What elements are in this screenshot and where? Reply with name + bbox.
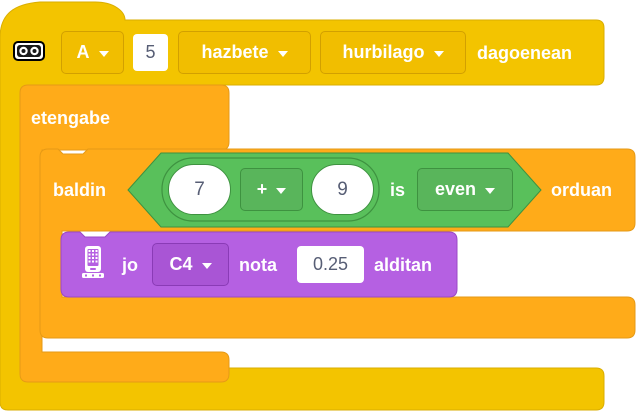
- note-label: nota: [239, 255, 277, 275]
- comparison-value: hurbilago: [342, 42, 425, 62]
- then-label: orduan: [551, 180, 612, 200]
- distance-input[interactable]: 5: [133, 34, 168, 71]
- chevron-down-icon: [485, 187, 496, 194]
- note-value: C4: [169, 254, 193, 274]
- unit-value: hazbete: [201, 42, 269, 62]
- chevron-down-icon: [433, 50, 444, 57]
- left-operand-value: 7: [194, 178, 205, 200]
- play-label: jo: [122, 255, 138, 275]
- comparison-dropdown[interactable]: hurbilago: [320, 31, 466, 74]
- duration-value: 0.25: [312, 254, 349, 274]
- chevron-down-icon: [277, 50, 288, 57]
- is-label: is: [390, 180, 406, 200]
- parity-value: even: [434, 179, 477, 199]
- hat-suffix-label: dagoenean: [477, 43, 573, 63]
- operator-dropdown[interactable]: +: [240, 168, 303, 211]
- parity-dropdown[interactable]: even: [417, 168, 513, 211]
- operator-value: +: [256, 179, 268, 199]
- ultrasonic-sensor-icon: [13, 40, 45, 62]
- forever-block[interactable]: [19, 84, 230, 383]
- note-dropdown[interactable]: C4: [152, 243, 229, 286]
- forever-label: etengabe: [31, 108, 111, 128]
- port-dropdown[interactable]: A: [61, 31, 124, 74]
- unit-dropdown[interactable]: hazbete: [178, 31, 311, 74]
- port-value: A: [76, 42, 90, 62]
- chevron-down-icon: [276, 187, 287, 194]
- chevron-down-icon: [98, 50, 109, 57]
- chevron-down-icon: [201, 262, 212, 269]
- if-label: baldin: [53, 180, 106, 200]
- right-operand-value: 9: [337, 178, 348, 200]
- hub-icon: [82, 245, 104, 279]
- duration-input[interactable]: 0.25: [297, 246, 364, 283]
- distance-value: 5: [145, 42, 156, 62]
- right-operand-input[interactable]: 9: [311, 164, 374, 215]
- left-operand-input[interactable]: 7: [168, 164, 231, 215]
- duration-suffix-label: alditan: [374, 255, 433, 275]
